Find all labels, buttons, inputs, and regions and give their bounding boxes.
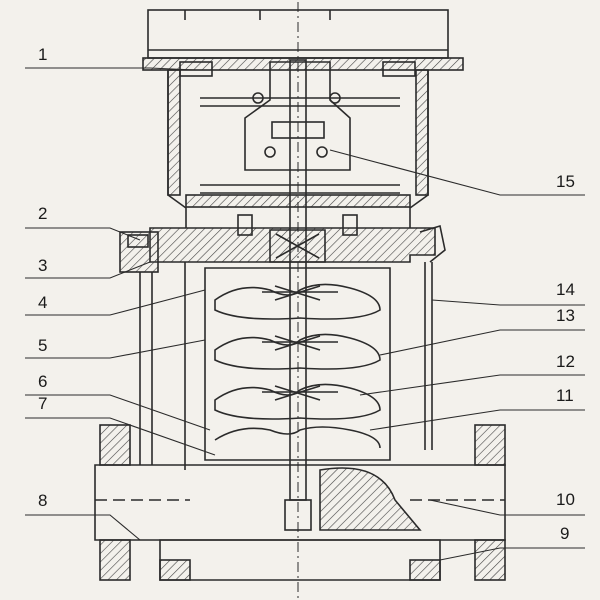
callout-2: 2 <box>38 204 48 223</box>
pump-base <box>94 424 506 581</box>
callout-3: 3 <box>38 256 48 275</box>
pump-stages <box>204 267 391 461</box>
pump-head <box>119 214 446 273</box>
callout-9: 9 <box>560 524 570 543</box>
callout-14: 14 <box>556 280 575 299</box>
callout-4: 4 <box>38 293 48 312</box>
leader-lines <box>25 67 585 561</box>
callout-12: 12 <box>556 352 575 371</box>
callout-1: 1 <box>38 45 48 64</box>
callout-13: 13 <box>556 306 575 325</box>
callout-15: 15 <box>556 172 575 191</box>
coupling <box>244 61 351 171</box>
shaft <box>289 2 307 598</box>
motor-flange <box>142 57 464 77</box>
motor-bracket <box>167 69 429 228</box>
callout-11: 11 <box>556 386 574 405</box>
outer-barrel <box>139 262 433 470</box>
callout-6: 6 <box>38 372 48 391</box>
callout-7: 7 <box>38 394 48 413</box>
callout-8: 8 <box>38 491 48 510</box>
callout-10: 10 <box>556 490 575 509</box>
callout-5: 5 <box>38 336 48 355</box>
